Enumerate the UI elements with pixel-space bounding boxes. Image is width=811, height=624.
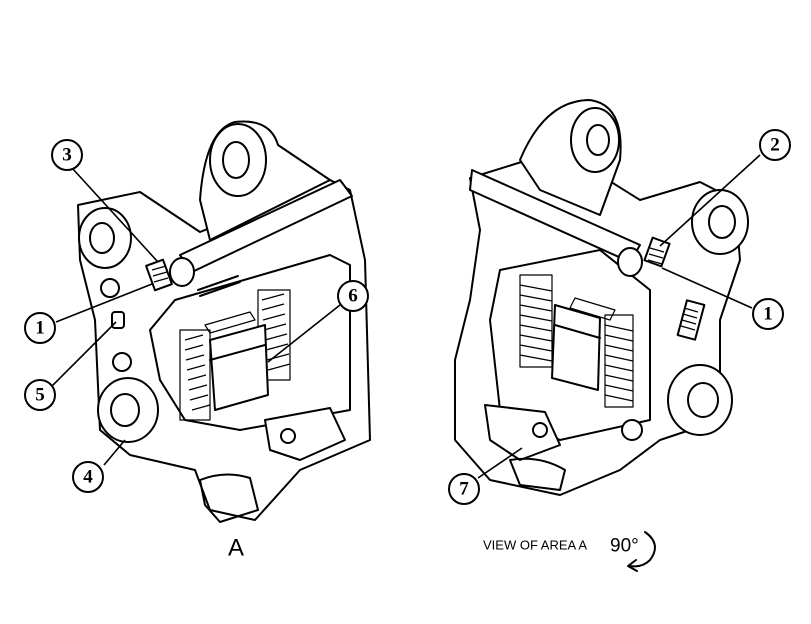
callout-1-right-label: 1 [763, 304, 773, 325]
left-springs [179, 289, 291, 421]
callout-7-label: 7 [459, 479, 469, 500]
view-of-area-caption: VIEW OF AREA A [483, 538, 587, 553]
callout-3: 3 [51, 139, 83, 171]
right-coupler-drawing [454, 99, 749, 496]
callout-6: 6 [337, 280, 369, 312]
callout-1-left: 1 [24, 312, 56, 344]
callout-1-right: 1 [752, 298, 784, 330]
left-coupler-drawing [77, 120, 371, 523]
callout-5: 5 [24, 379, 56, 411]
right-springs [519, 274, 634, 408]
callout-2: 2 [759, 129, 791, 161]
callout-5-label: 5 [35, 385, 45, 406]
view-a-label: A [228, 535, 244, 562]
callout-1-left-label: 1 [35, 318, 45, 339]
callout-7: 7 [448, 473, 480, 505]
leader-lines [51, 154, 761, 479]
callout-4: 4 [72, 461, 104, 493]
callout-3-label: 3 [62, 145, 72, 166]
callout-4-label: 4 [83, 467, 93, 488]
callout-2-label: 2 [770, 135, 780, 156]
rotation-label: 90° [610, 536, 639, 557]
callout-6-label: 6 [348, 286, 358, 307]
rotation-arrow-icon [627, 531, 656, 572]
